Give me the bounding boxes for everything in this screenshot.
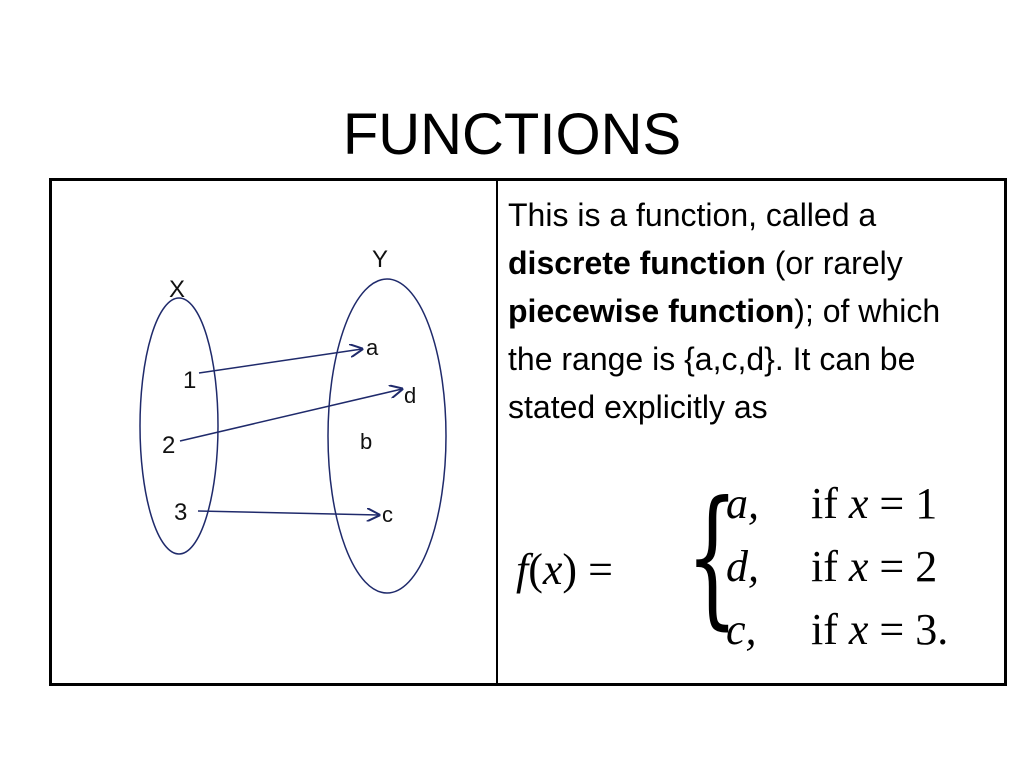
table-divider <box>496 181 498 683</box>
domain-set-ellipse <box>139 297 219 555</box>
term-piecewise-function: piecewise function <box>508 293 795 329</box>
codomain-item-d: d <box>404 383 416 408</box>
domain-item-3: 3 <box>174 499 187 526</box>
description-part-3: ); of which the range is {a,c,d}. It can… <box>508 293 941 425</box>
formula-equals: ) = <box>562 545 613 594</box>
case-2-rest: = 2 <box>868 542 938 591</box>
codomain-item-b: b <box>360 429 372 454</box>
case-2-condition: if x = 2 <box>811 540 937 594</box>
content-table: X Y 1 2 3 a d b c This is a function, ca… <box>49 178 1007 686</box>
codomain-item-a: a <box>366 335 379 360</box>
case-2-var: x <box>848 542 869 591</box>
formula-variable: x <box>542 545 563 594</box>
description-cell: This is a function, called a discrete fu… <box>498 181 1004 683</box>
domain-label: X <box>169 276 185 303</box>
description-part-2: (or rarely <box>765 245 903 281</box>
case-3-if: if <box>811 605 849 654</box>
term-discrete-function: discrete function <box>508 245 766 281</box>
formula-case-3: c, if x = 3. <box>726 603 948 657</box>
formula-case-1: a, if x = 1 <box>726 477 937 531</box>
mapping-diagram-cell: X Y 1 2 3 a d b c <box>52 181 496 683</box>
mapping-arrow-2-to-d <box>179 389 402 442</box>
codomain-set-ellipse <box>327 278 447 594</box>
case-3-rest: = 3. <box>868 605 949 654</box>
case-1-condition: if x = 1 <box>811 477 937 531</box>
case-1-if: if <box>811 479 849 528</box>
case-3-var: x <box>848 605 869 654</box>
codomain-item-c: c <box>382 502 393 527</box>
description-text: This is a function, called a discrete fu… <box>508 191 960 431</box>
case-1-rest: = 1 <box>868 479 938 528</box>
mapping-arrow-3-to-c <box>197 511 379 515</box>
case-2-value: d, <box>726 542 759 591</box>
case-2-if: if <box>811 542 849 591</box>
formula-brace: { <box>686 470 739 644</box>
case-1-value: a, <box>726 479 759 528</box>
slide-title: FUNCTIONS <box>342 101 682 167</box>
mapping-arrow-1-to-a <box>198 349 362 374</box>
description-part-1: This is a function, called a <box>508 197 877 233</box>
codomain-label: Y <box>372 246 388 273</box>
domain-item-2: 2 <box>162 432 175 459</box>
domain-item-1: 1 <box>183 367 196 394</box>
case-3-condition: if x = 3. <box>811 603 948 657</box>
case-3-value: c, <box>726 605 757 654</box>
formula-case-2: d, if x = 2 <box>726 540 937 594</box>
mapping-diagram: X Y 1 2 3 a d b c <box>139 246 447 594</box>
case-1-var: x <box>848 479 869 528</box>
formula-lhs: f(x) = <box>516 543 613 597</box>
formula-open-paren: ( <box>528 545 543 594</box>
formula-func-name: f <box>516 545 529 594</box>
piecewise-formula: f(x) = { a,if x = 1 d,if x = 2 c,if x = … <box>516 470 986 667</box>
